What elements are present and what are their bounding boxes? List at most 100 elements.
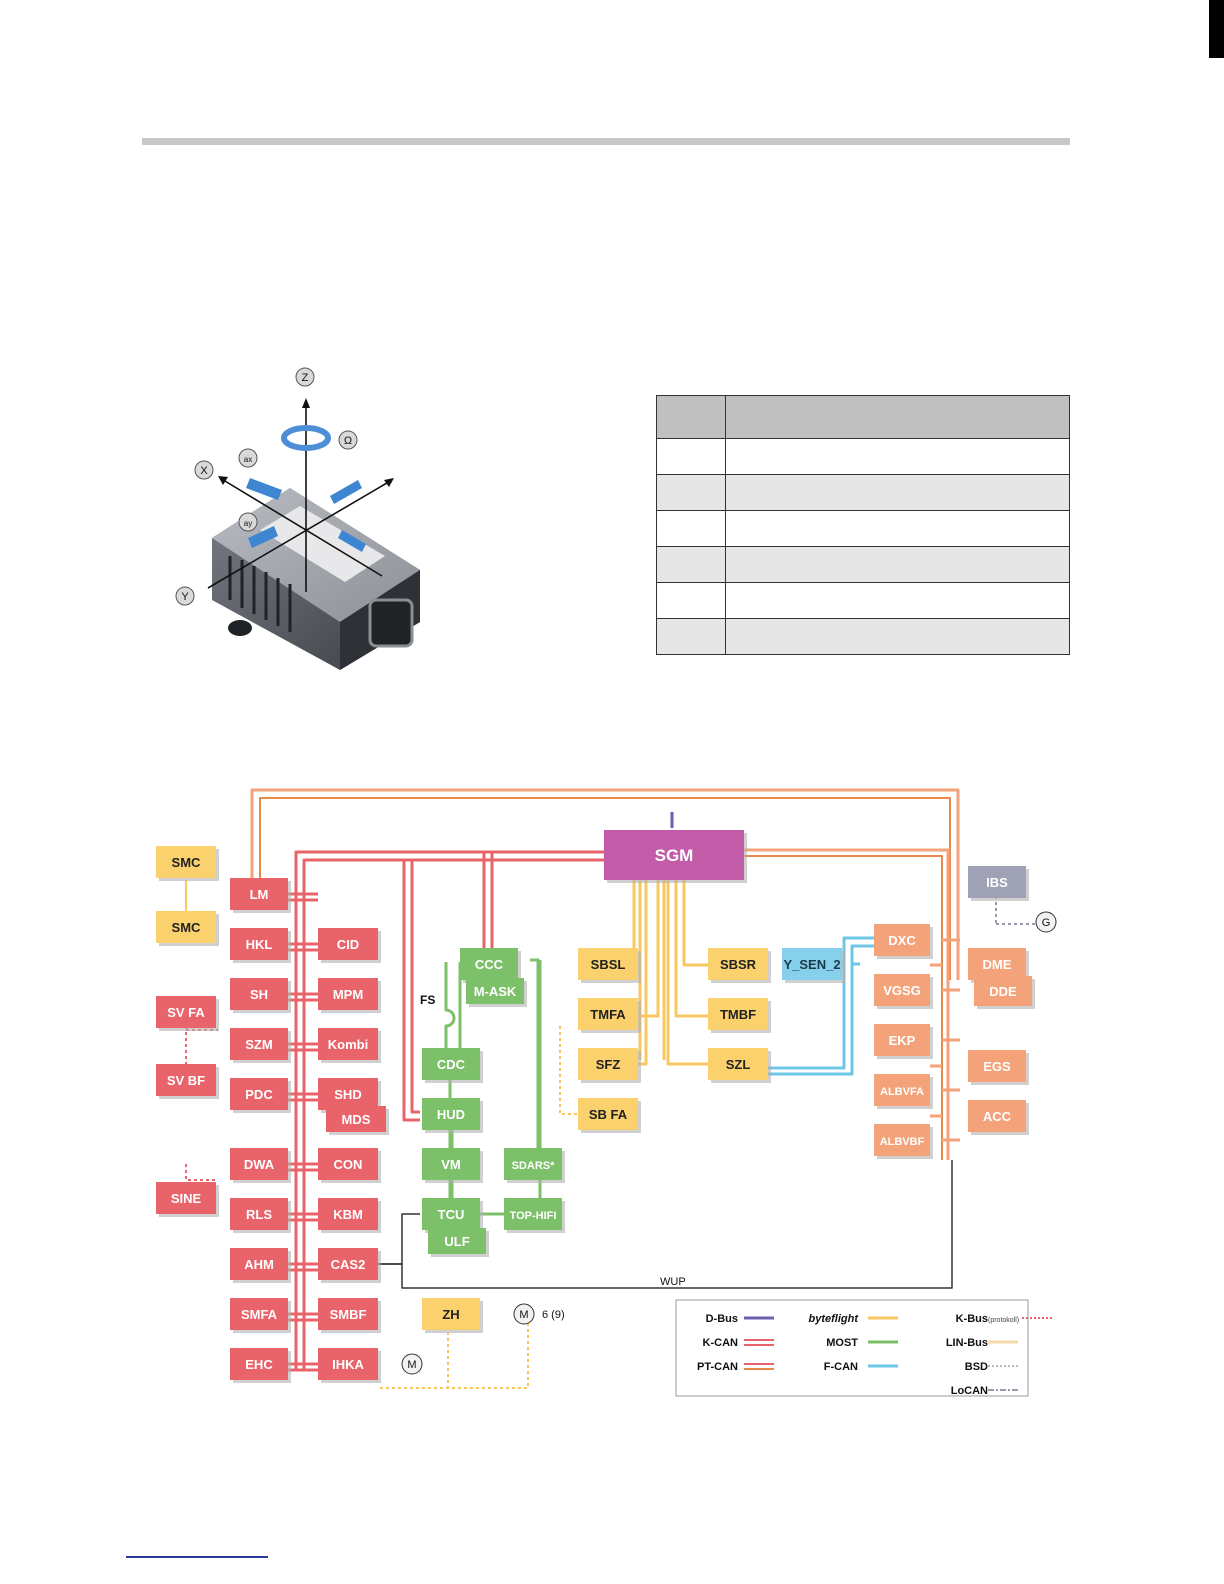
node-sbfa: SB FA (578, 1098, 641, 1133)
node-box (466, 978, 524, 1004)
axis-label-omega: Ω (344, 435, 352, 447)
node-sbsr: SBSR (708, 948, 771, 983)
node-box (968, 1050, 1026, 1082)
node-box (428, 1228, 486, 1254)
legend-note: (protokoll) (988, 1317, 1019, 1324)
node-box (874, 974, 930, 1006)
node-box (604, 830, 744, 880)
node-box (422, 1098, 480, 1130)
generator-icon (1035, 911, 1057, 933)
node-con: CON (318, 1148, 381, 1183)
node-cas2: CAS2 (318, 1248, 381, 1283)
node-box (422, 1298, 480, 1330)
node-ulf: ULF (428, 1228, 489, 1257)
node-label: TOP-HIFI (510, 1210, 557, 1222)
node-label: ACC (983, 1109, 1012, 1124)
legend-label: F-CAN (824, 1361, 858, 1373)
node-shd: SHD (318, 1078, 381, 1113)
node-box (504, 1198, 562, 1230)
node-box (230, 1198, 288, 1230)
node-box (460, 948, 518, 980)
node-hkl: HKL (230, 928, 291, 963)
legend-label: MOST (826, 1337, 858, 1349)
footer-link-rule (126, 1556, 268, 1558)
node-box (156, 1064, 216, 1096)
node-label: HUD (437, 1107, 465, 1122)
node-label: CCC (475, 957, 504, 972)
node-box (578, 1048, 638, 1080)
node-dxc: DXC (874, 924, 933, 959)
sensor-label-plate (260, 506, 385, 582)
node-ehc: EHC (230, 1348, 291, 1383)
node-label: CID (337, 937, 359, 952)
fs-label: FS (420, 993, 435, 1007)
legend-label: K-CAN (703, 1337, 738, 1349)
table-row (656, 546, 1070, 583)
node-label: SH (250, 987, 268, 1002)
node-label: SV FA (167, 1005, 205, 1020)
node-box (318, 1348, 378, 1380)
node-label: ALBVFA (880, 1086, 924, 1098)
node-label: ZH (442, 1307, 459, 1322)
node-box (874, 924, 930, 956)
node-box (578, 1098, 638, 1130)
node-label: IHKA (332, 1357, 364, 1372)
node-label: EGS (983, 1059, 1011, 1074)
node-box (708, 998, 768, 1030)
node-label: VGSG (883, 983, 921, 998)
node-albvbf: ALBVBF (874, 1124, 933, 1159)
node-label: M-ASK (474, 984, 517, 999)
node-vm: VM (422, 1148, 483, 1183)
node-label: ALBVBF (880, 1136, 925, 1148)
rotation-arrow (281, 425, 331, 451)
x-axis-line (219, 477, 383, 577)
y-axis-line (207, 479, 393, 589)
node-szl: SZL (708, 1048, 771, 1083)
node-label: TMBF (720, 1007, 756, 1022)
node-label: VM (441, 1157, 461, 1172)
yaw-sensor-illustration: Z Ω X ax ay Y (175, 367, 420, 670)
node-zh: ZH (422, 1298, 483, 1333)
node-box (230, 878, 288, 910)
node-dde: DDE (974, 976, 1035, 1009)
node-box (318, 1298, 378, 1330)
axis-label-x: X (200, 465, 208, 477)
node-label: DXC (888, 933, 916, 948)
table-row (656, 474, 1070, 511)
node-label: HKL (246, 937, 273, 952)
node-ihka: IHKA (318, 1348, 381, 1383)
node-box (968, 866, 1026, 898)
node-box (874, 1124, 930, 1156)
node-box (968, 948, 1026, 980)
node-pdc: PDC (230, 1078, 291, 1113)
node-label: SMC (172, 855, 202, 870)
node-ibs: IBS (968, 866, 1029, 901)
mount-hole (228, 620, 252, 636)
node-label: KBM (333, 1207, 363, 1222)
node-box (230, 1248, 288, 1280)
node-tcu: TCU (422, 1198, 483, 1233)
table-row (656, 510, 1070, 547)
generator-symbol: G (1042, 917, 1051, 929)
node-acc: ACC (968, 1100, 1029, 1135)
node-box (156, 996, 216, 1028)
node-albvfa: ALBVFA (874, 1074, 933, 1109)
axis-label-ax: ax (244, 455, 252, 464)
node-box (422, 1148, 480, 1180)
node-box (874, 1024, 930, 1056)
legend-label: K-Bus (956, 1313, 988, 1325)
node-label: SMC (172, 920, 202, 935)
node-box (782, 948, 842, 980)
node-kbm: KBM (318, 1198, 381, 1233)
corner-bar (1209, 0, 1224, 58)
node-sbsl: SBSL (578, 948, 641, 983)
node-sine: SINE (156, 1182, 219, 1217)
node-label: IBS (986, 875, 1008, 890)
node-box (318, 1148, 378, 1180)
node-smfa: SMFA (230, 1298, 291, 1333)
legend-label: LoCAN (951, 1385, 988, 1397)
motor-symbol-ihka: M (407, 1359, 416, 1371)
legend-label: byteflight (809, 1313, 860, 1325)
node-box (874, 1074, 930, 1106)
node-label: SBSR (720, 957, 757, 972)
